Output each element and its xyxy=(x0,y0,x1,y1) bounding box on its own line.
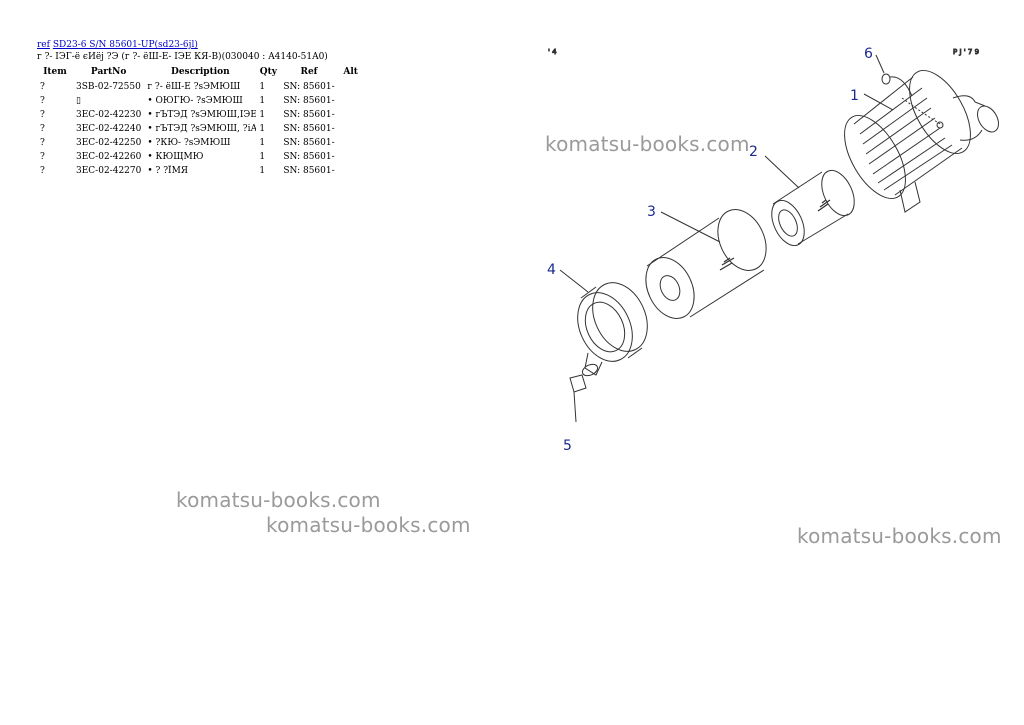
cell-description: • гЪТЭД ?sЭМЮШ, ?іА xyxy=(147,124,257,134)
cell-alt xyxy=(338,165,364,179)
table-row: ? 3EC-02-42270 • ? ?ЇМЯ 1 SN: 85601- xyxy=(37,165,364,179)
cell-partno: ▯ xyxy=(73,95,144,109)
watermark-text: komatsu-books.com xyxy=(797,524,1002,548)
column-header-qty: Qty xyxy=(259,67,277,77)
cell-alt xyxy=(338,81,364,95)
column-header-item: Item xyxy=(43,67,67,77)
cell-qty: 1 xyxy=(259,96,266,106)
cell-alt xyxy=(338,109,364,123)
cell-partno: 3EC-02-42240 xyxy=(76,124,142,134)
cell-qty: 1 xyxy=(259,152,266,162)
model-link[interactable]: SD23-6 S/N 85601-UP(sd23-6jl) xyxy=(52,40,198,50)
leader-lines xyxy=(559,93,894,293)
cell-description: • гЪТЭД ?sЭМЮШ,ІЭЕ xyxy=(147,110,257,120)
exploded-parts-diagram: ' 4 P J ' 7 9 xyxy=(547,46,999,454)
air-cleaner-body xyxy=(844,70,999,213)
small-fitting-part xyxy=(875,54,913,97)
cell-partno: 3EC-02-42230 xyxy=(76,110,142,120)
column-header-partno: PartNo xyxy=(90,67,127,77)
parts-table: Item PartNo Description Qty Ref Alt ? 3S… xyxy=(37,66,364,179)
ref-link[interactable]: ref xyxy=(37,40,50,50)
table-row: ? 3SB-02-72550 г ?- ёШ-Е ?sЭМЮШ 1 SN: 85… xyxy=(37,81,364,95)
cell-description: • ?КЮ- ?sЭМЮШ xyxy=(147,138,231,148)
cell-item: ? xyxy=(40,96,45,106)
header-links: ref SD23-6 S/N 85601-UP(sd23-6jl) xyxy=(37,40,198,50)
missing-glyph-icon: ▯ xyxy=(76,96,81,106)
cell-qty: 1 xyxy=(259,82,266,92)
cell-description: • КЮЩМЮ xyxy=(147,152,204,162)
cell-ref: SN: 85601- xyxy=(283,82,335,92)
callout-6: 6 xyxy=(864,46,873,62)
callout-4: 4 xyxy=(547,262,556,278)
column-header-description: Description xyxy=(171,67,230,77)
cell-alt xyxy=(338,123,364,137)
cell-item: ? xyxy=(40,110,45,120)
table-header-row: Item PartNo Description Qty Ref Alt xyxy=(37,66,364,81)
cell-alt xyxy=(338,95,364,109)
table-row: ? 3EC-02-42250 • ?КЮ- ?sЭМЮШ 1 SN: 85601… xyxy=(37,137,364,151)
watermark-text: komatsu-books.com xyxy=(266,513,471,537)
cell-item: ? xyxy=(40,138,45,148)
watermark-text: komatsu-books.com xyxy=(176,488,381,512)
cell-item: ? xyxy=(40,82,45,92)
watermark-text: komatsu-books.com xyxy=(545,132,750,156)
table-row: ? 3EC-02-42260 • КЮЩМЮ 1 SN: 85601- xyxy=(37,151,364,165)
cell-item: ? xyxy=(40,124,45,134)
cell-ref: SN: 85601- xyxy=(283,152,335,162)
cell-item: ? xyxy=(40,152,45,162)
callout-5: 5 xyxy=(563,438,572,454)
cell-ref: SN: 85601- xyxy=(283,166,335,176)
cell-qty: 1 xyxy=(259,138,266,148)
cell-partno: 3SB-02-72550 xyxy=(76,82,141,92)
diagram-corner-right: P J ' 7 9 xyxy=(953,48,979,56)
cell-ref: SN: 85601- xyxy=(283,110,335,120)
table-row: ? 3EC-02-42240 • гЪТЭД ?sЭМЮШ, ?іА 1 SN:… xyxy=(37,123,364,137)
callout-1: 1 xyxy=(850,88,859,104)
cell-qty: 1 xyxy=(259,110,266,120)
air-cleaner-cover xyxy=(577,282,648,377)
cell-ref: SN: 85601- xyxy=(283,96,335,106)
cell-ref: SN: 85601- xyxy=(283,138,335,148)
callout-2: 2 xyxy=(749,144,758,160)
cell-partno: 3EC-02-42260 xyxy=(76,152,142,162)
inner-safety-element xyxy=(771,169,855,247)
cell-qty: 1 xyxy=(259,166,266,176)
column-header-alt: Alt xyxy=(343,67,358,77)
cell-ref: SN: 85601- xyxy=(283,124,335,134)
page-subtitle: г ?- ІЭГ-ё єИёј ?Э (г ?- ёШ-Е- ІЭЕ КЯ-В)… xyxy=(37,52,328,62)
cell-partno: 3EC-02-42250 xyxy=(76,138,142,148)
cell-description: • ? ?ЇМЯ xyxy=(147,166,189,176)
table-row: ? 3EC-02-42230 • гЪТЭД ?sЭМЮШ,ІЭЕ 1 SN: … xyxy=(37,109,364,123)
outer-filter-element xyxy=(645,209,767,319)
cell-alt xyxy=(338,137,364,151)
callout-3: 3 xyxy=(647,204,656,220)
cell-partno: 3EC-02-42270 xyxy=(76,166,142,176)
cell-qty: 1 xyxy=(259,124,266,134)
cell-alt xyxy=(338,151,364,165)
diagram-corner-left: ' 4 xyxy=(548,48,557,56)
evacuator-valve xyxy=(569,374,587,423)
cell-description: • ОЮГЮ- ?sЭМЮШ xyxy=(147,96,243,106)
column-header-ref: Ref xyxy=(300,67,318,77)
table-row: ? ▯ • ОЮГЮ- ?sЭМЮШ 1 SN: 85601- xyxy=(37,95,364,109)
cell-description: г ?- ёШ-Е ?sЭМЮШ xyxy=(147,82,241,92)
cell-item: ? xyxy=(40,166,45,176)
